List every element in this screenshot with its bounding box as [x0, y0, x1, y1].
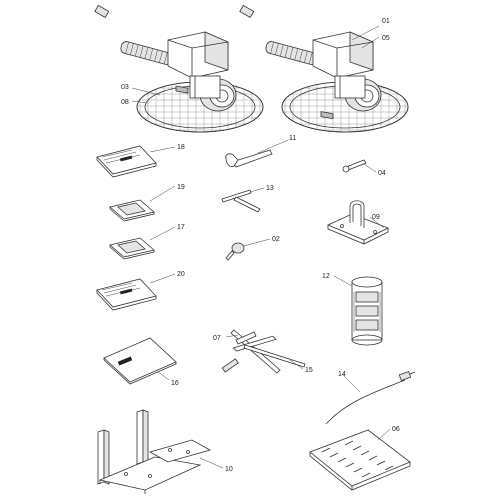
callout-01: 01 — [382, 18, 390, 25]
manual-20 — [96, 278, 157, 311]
callout-07: 07 — [213, 335, 221, 342]
tool-02-key — [225, 242, 245, 261]
canister-12 — [351, 276, 383, 346]
sheet-16 — [103, 337, 177, 385]
callout-13: 13 — [266, 185, 274, 192]
callout-11: 11 — [289, 135, 296, 142]
tool-13-t-wrench — [221, 189, 261, 213]
callout-06: 06 — [392, 426, 400, 433]
tray-06 — [309, 429, 411, 491]
callout-05: 05 — [382, 35, 390, 42]
pool-robot-left — [94, 4, 264, 133]
cable-14 — [325, 370, 416, 425]
card-17 — [109, 237, 155, 260]
rod-15 — [235, 331, 306, 368]
callout-20: 20 — [177, 271, 185, 278]
callout-19: 19 — [177, 184, 185, 191]
callout-03: 03 — [121, 84, 129, 91]
callout-18: 18 — [177, 144, 185, 151]
tool-11-wrench — [225, 149, 273, 168]
stand-10 — [97, 409, 212, 494]
callout-02: 02 — [272, 236, 280, 243]
card-19 — [109, 199, 155, 222]
bracket-09 — [327, 200, 389, 245]
callout-16: 16 — [171, 380, 179, 387]
callout-09: 09 — [372, 214, 380, 221]
leader-lines — [131, 25, 391, 469]
callout-17: 17 — [177, 224, 185, 231]
callout-14: 14 — [338, 371, 346, 378]
callout-04: 04 — [378, 170, 386, 177]
manual-18 — [96, 145, 157, 178]
tool-04-key — [342, 159, 367, 173]
callout-12: 12 — [322, 273, 330, 280]
callout-labels: 01 05 03 08 11 18 04 13 19 09 17 02 20 1… — [121, 18, 400, 473]
callout-15: 15 — [305, 367, 313, 374]
callout-08: 08 — [121, 99, 129, 106]
callout-10: 10 — [225, 466, 233, 473]
pool-robot-right — [239, 4, 409, 133]
